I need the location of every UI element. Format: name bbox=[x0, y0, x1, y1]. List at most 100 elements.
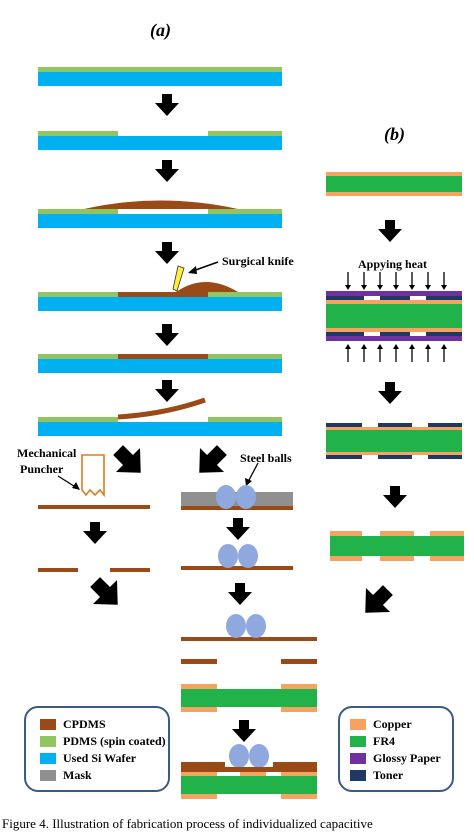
branch-arrow-down bbox=[90, 577, 118, 605]
fr4-board bbox=[330, 536, 464, 556]
toner-gap bbox=[364, 332, 380, 336]
copper-pad bbox=[240, 772, 266, 776]
cpdms-film bbox=[273, 762, 317, 767]
heat-arrow-up-head bbox=[377, 344, 383, 349]
legend-item-label: Used Si Wafer bbox=[63, 751, 137, 765]
cpdms-excess bbox=[176, 282, 238, 292]
pdms-layer bbox=[38, 209, 118, 214]
merge-arrow bbox=[365, 585, 393, 613]
fr4-board bbox=[326, 176, 462, 192]
steel-balls-label: Steel balls bbox=[240, 451, 292, 465]
cpdms-film bbox=[181, 762, 225, 767]
legend-item-copper: Copper bbox=[350, 716, 441, 733]
toner-pattern bbox=[326, 455, 362, 459]
heat-arrow-up-head bbox=[441, 344, 447, 349]
cpdms-film bbox=[181, 566, 293, 570]
si-wafer bbox=[38, 359, 282, 373]
cpdms-film bbox=[181, 659, 217, 664]
cpdms-film bbox=[110, 568, 150, 572]
puncher-pointer-head bbox=[72, 482, 80, 490]
fr4-board bbox=[326, 304, 462, 328]
branch-arrow-left bbox=[113, 445, 141, 473]
legend-item-cpdms: CPDMS bbox=[40, 716, 166, 733]
copper-layer bbox=[326, 300, 462, 304]
legend-item-glossy: Glossy Paper bbox=[350, 750, 441, 767]
cpdms-film bbox=[38, 505, 150, 509]
step-arrow bbox=[383, 486, 407, 508]
si-wafer bbox=[38, 214, 282, 228]
step-arrow bbox=[155, 94, 179, 116]
pdms-layer bbox=[38, 67, 282, 72]
puncher-label: Puncher bbox=[20, 462, 64, 476]
heat-arrow-up-head bbox=[425, 344, 431, 349]
copper-pad bbox=[380, 531, 414, 536]
branch-arrow-right bbox=[199, 445, 227, 473]
step-arrow bbox=[83, 522, 107, 544]
surgical-knife-icon bbox=[172, 265, 185, 292]
cpdms-film bbox=[281, 659, 317, 664]
si-wafer bbox=[38, 136, 282, 150]
legend-item-label: Mask bbox=[63, 768, 92, 782]
legend-item-label: Glossy Paper bbox=[373, 751, 441, 765]
glossy-paper bbox=[326, 336, 462, 341]
cpdms-film bbox=[181, 506, 293, 510]
copper-layer bbox=[326, 172, 462, 176]
si-wafer bbox=[38, 72, 282, 86]
copper-layer bbox=[326, 427, 462, 430]
copper-pad bbox=[281, 794, 317, 799]
step-arrow bbox=[232, 720, 256, 742]
copper-pad bbox=[281, 772, 317, 776]
legend-panel-b: Copper FR4 Glossy Paper Toner bbox=[338, 706, 454, 792]
pdms-layer bbox=[208, 131, 282, 136]
legend-swatch-fr4 bbox=[350, 736, 366, 747]
figure-caption: Figure 4. Illustration of fabrication pr… bbox=[2, 816, 373, 831]
legend-swatch-cpdms bbox=[40, 719, 56, 730]
toner-gap bbox=[364, 296, 380, 300]
puncher-icon bbox=[81, 454, 105, 498]
legend-item-mask: Mask bbox=[40, 767, 166, 784]
steel-ball bbox=[236, 485, 256, 509]
heat-arrow-down-head bbox=[393, 285, 399, 290]
glossy-paper bbox=[326, 291, 462, 296]
steel-ball bbox=[246, 614, 266, 638]
legend-swatch-glossy bbox=[350, 753, 366, 764]
cpdms-blob bbox=[84, 200, 238, 209]
pdms-layer bbox=[38, 417, 118, 422]
copper-pad bbox=[181, 772, 217, 776]
step-arrow bbox=[155, 324, 179, 346]
toner-gap bbox=[410, 296, 426, 300]
steel-ball bbox=[216, 485, 236, 509]
copper-layer bbox=[326, 452, 462, 455]
legend-item-wafer: Used Si Wafer bbox=[40, 750, 166, 767]
legend-swatch-mask bbox=[40, 770, 56, 781]
panel-b-label: (b) bbox=[384, 124, 405, 144]
toner-layer bbox=[326, 332, 462, 336]
steel-ball bbox=[249, 744, 269, 768]
copper-pad bbox=[330, 531, 362, 536]
fr4-board bbox=[181, 689, 317, 707]
step-arrow bbox=[155, 160, 179, 182]
legend-item-pdms: PDMS (spin coated) bbox=[40, 733, 166, 750]
copper-layer bbox=[326, 328, 462, 332]
step-arrow bbox=[378, 220, 402, 242]
legend-swatch-pdms bbox=[40, 736, 56, 747]
cpdms-layer bbox=[118, 354, 208, 359]
steel-ball bbox=[229, 744, 249, 768]
copper-layer bbox=[326, 192, 462, 196]
copper-pad bbox=[430, 531, 464, 536]
step-arrow bbox=[155, 242, 179, 264]
mechanical-label: Mechanical bbox=[17, 446, 77, 460]
cpdms-peeled bbox=[117, 397, 206, 420]
toner-pattern bbox=[378, 423, 412, 427]
balls-pointer-head bbox=[245, 478, 252, 486]
legend-panel-a: CPDMS PDMS (spin coated) Used Si Wafer M… bbox=[24, 706, 170, 792]
legend-item-fr4: FR4 bbox=[350, 733, 441, 750]
copper-pad bbox=[281, 684, 317, 689]
pdms-layer bbox=[38, 292, 118, 297]
heat-arrow-up-head bbox=[393, 344, 399, 349]
toner-layer bbox=[326, 296, 462, 300]
legend-item-label: FR4 bbox=[373, 734, 395, 748]
steel-ball bbox=[218, 544, 238, 568]
heat-arrow-down-head bbox=[345, 285, 351, 290]
si-wafer bbox=[38, 297, 282, 311]
